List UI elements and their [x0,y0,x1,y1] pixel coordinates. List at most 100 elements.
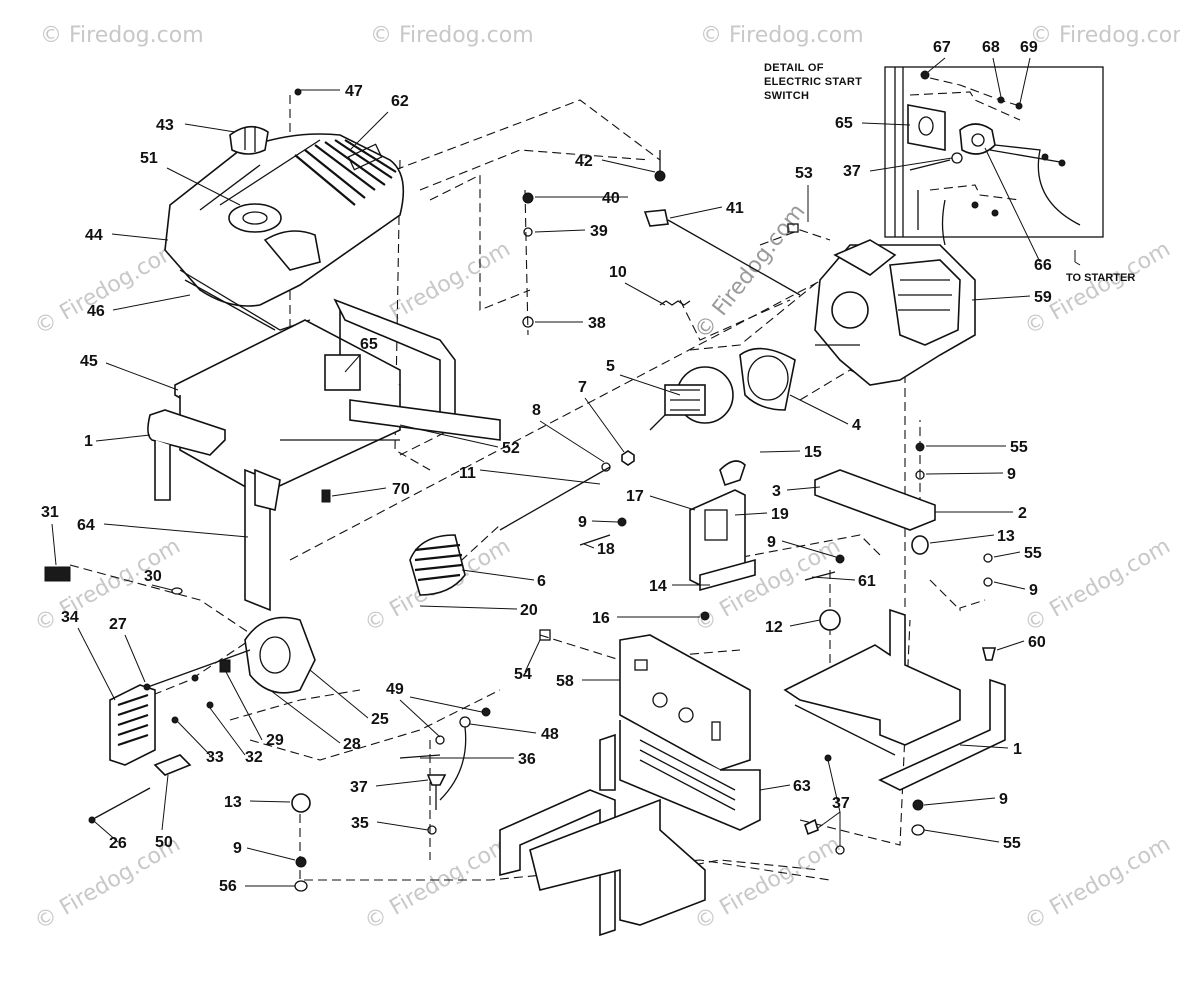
part-number-label: 64 [77,517,95,534]
part-number-label: 42 [575,153,593,170]
part-number-label: 36 [518,751,536,768]
part-number-label: 6 [537,573,546,590]
part-number-label: 2 [1018,505,1027,522]
watermark: © Firedog.com [40,23,204,48]
lower-cradle-right [783,469,1006,791]
part-number-label: 52 [502,440,520,457]
part-number-label: 50 [155,834,173,851]
part-number-label: 63 [793,778,811,795]
part-number-label: 68 [982,39,1000,56]
part-number-label: 9 [233,840,242,857]
watermark: © Firedog.com [1021,832,1175,935]
part-number-label: 37 [350,779,368,796]
part-number-label: 49 [386,681,404,698]
part-number-label: 20 [520,602,538,619]
part-number-label: 13 [997,528,1015,545]
part-number-label: 16 [592,610,610,627]
part-number-label: 11 [459,465,476,482]
part-number-label: 56 [219,878,237,895]
watermark: © Firedog.com [1030,23,1180,48]
part-number-label: 70 [392,481,410,498]
part-number-label: 27 [109,616,127,633]
fuel-tank [164,125,405,331]
part-number-label: 4 [852,417,861,434]
part-number-label: 25 [371,711,389,728]
part-number-label: 5 [606,358,615,375]
part-number-label: 48 [541,726,559,743]
part-number-label: 34 [61,609,79,626]
electric-start-switch-detail [884,66,1104,266]
part-number-label: 3 [772,483,781,500]
part-number-label: 54 [514,666,532,683]
part-number-label: 37 [832,795,850,812]
part-number-label: 65 [360,336,378,353]
part-number-label: 55 [1024,545,1042,562]
part-number-labels: 4762435144464516552706442403941381057811… [41,39,1052,895]
leader-lines [51,57,1041,887]
part-number-label: 55 [1003,835,1021,852]
part-number-label: 65 [835,115,853,132]
part-number-label: 58 [556,673,574,690]
part-number-label: 39 [590,223,608,240]
part-number-label: 14 [649,578,667,595]
part-number-label: 12 [765,619,783,636]
part-number-label: 1 [84,433,93,450]
part-number-label: 60 [1028,634,1046,651]
part-number-label: 53 [795,165,813,182]
part-number-label: 44 [85,227,103,244]
part-number-label: 9 [578,514,587,531]
part-number-label: 47 [345,83,363,100]
part-number-label: 51 [140,150,158,167]
part-number-label: 67 [933,39,951,56]
part-number-label: 45 [80,353,98,370]
part-number-label: 9 [1029,582,1038,599]
part-number-label: 33 [206,749,224,766]
part-number-label: 19 [771,506,789,523]
part-number-label: 61 [858,573,876,590]
part-number-label: 9 [1007,466,1016,483]
part-number-label: 15 [804,444,822,461]
part-number-label: 26 [109,835,127,852]
watermark: © Firedog.com [370,23,534,48]
part-number-label: 1 [1013,741,1022,758]
detail-title-line2: ELECTRIC START [764,76,862,88]
hardware [291,88,997,892]
part-number-label: 8 [532,402,541,419]
part-number-label: 9 [767,534,776,551]
part-number-label: 9 [999,791,1008,808]
control-box [689,460,746,586]
watermark: © Firedog.com [700,23,864,48]
part-number-label: 29 [266,732,284,749]
lower-cradle-left [499,733,706,937]
end-bell-parts [44,566,251,824]
detail-box [884,66,1104,238]
part-number-label: 41 [726,200,744,217]
watermark: © Firedog.com [31,237,185,340]
engine [814,239,976,386]
part-number-label: 62 [391,93,409,110]
part-number-label: 37 [843,163,861,180]
detail-title-line1: DETAIL OF [764,62,824,74]
part-number-label: 55 [1010,439,1028,456]
part-number-label: 69 [1020,39,1038,56]
to-starter-label: TO STARTER [1066,272,1135,284]
part-number-label: 59 [1034,289,1052,306]
part-number-label: 43 [156,117,174,134]
part-number-label: 31 [41,504,59,521]
detail-title-line3: SWITCH [764,90,809,102]
generator-frame [147,298,501,612]
part-number-label: 10 [609,264,627,281]
part-number-label: 40 [602,190,620,207]
watermark: © Firedog.com [690,199,810,343]
watermark: © Firedog.com [1021,534,1175,637]
control-panel [619,634,761,831]
part-number-label: 28 [343,736,361,753]
part-number-label: 46 [87,303,105,320]
part-number-label: 35 [351,815,369,832]
watermark: © Firedog.com [31,534,185,637]
rotor-assembly [244,347,796,694]
watermark: © Firedog.com [691,832,845,935]
part-number-label: 30 [144,568,162,585]
part-number-label: 32 [245,749,263,766]
